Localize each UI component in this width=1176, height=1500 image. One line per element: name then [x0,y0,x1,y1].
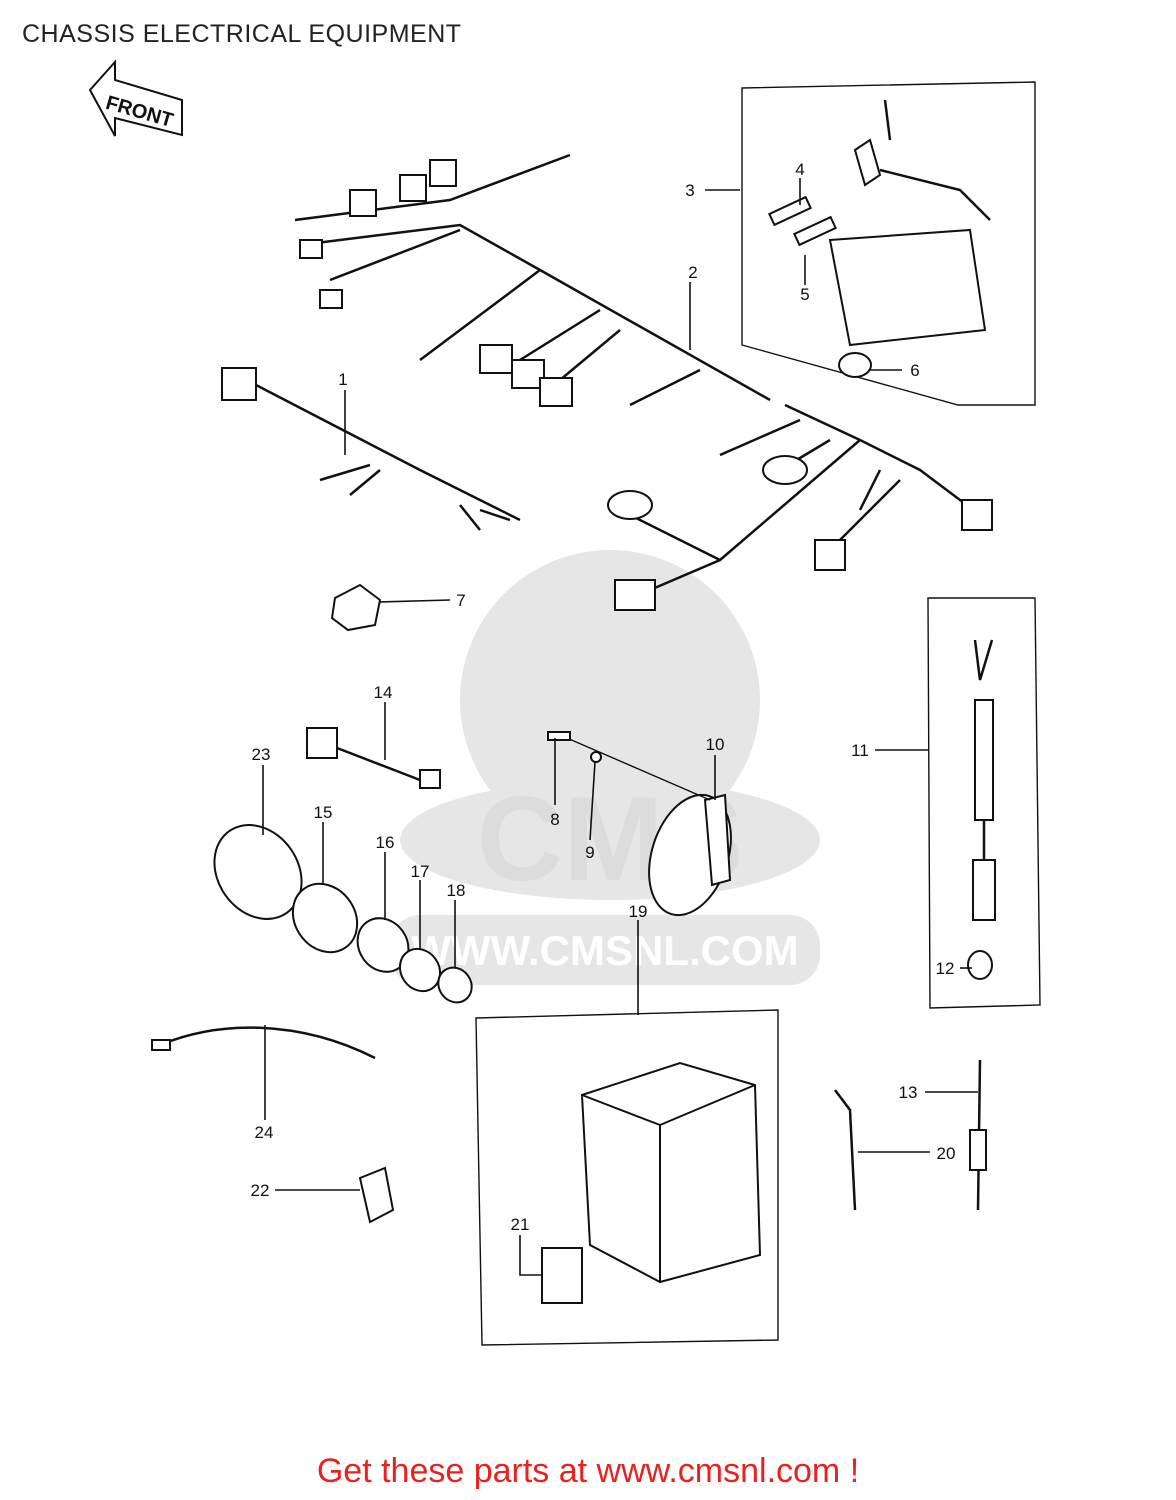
main-harness [294,153,993,611]
regulator-group [741,81,1036,406]
callout-14: 14 [374,683,393,702]
bracket-22 [358,1166,395,1224]
callout-18: 18 [447,881,466,900]
callout-10: 10 [706,735,725,754]
callout-16: 16 [376,833,395,852]
callout-11: 11 [851,741,869,760]
callout-22: 22 [251,1181,270,1200]
sub-harness [221,367,521,531]
wire-24 [151,1026,376,1060]
horn [547,731,732,917]
callout-1: 1 [338,370,347,389]
parts-diagram: CMS WWW.CMSNL.COM FRONT [88,59,1041,1346]
callout-12: 12 [936,959,955,978]
callout-5: 5 [800,285,809,304]
callout-7: 7 [456,591,465,610]
callout-20: 20 [937,1144,956,1163]
bands [213,824,473,1004]
lead-14 [306,727,441,789]
callout-17: 17 [411,862,430,881]
watermark-url: WWW.CMSNL.COM [411,927,798,974]
callout-8: 8 [550,810,559,829]
callout-21: 21 [511,1215,530,1234]
callout-24: 24 [255,1123,274,1142]
callout-3: 3 [685,181,694,200]
callout-6: 6 [910,361,919,380]
callout-23: 23 [252,745,271,764]
items-13-20 [834,1059,987,1211]
footer-link[interactable]: Get these parts at www.cmsnl.com ! [316,1452,860,1490]
callout-2: 2 [688,263,697,282]
front-arrow-icon: FRONT [88,59,183,137]
relay [330,583,382,632]
callout-labels: 1 2 3 4 5 6 7 8 9 10 11 12 13 14 15 16 1… [251,160,956,1234]
battery-group [475,1009,779,1346]
page-title: CHASSIS ELECTRICAL EQUIPMENT [22,20,462,48]
callout-9: 9 [585,843,594,862]
callout-lines [262,178,978,1276]
callout-4: 4 [795,160,804,179]
callout-13: 13 [899,1083,918,1102]
callout-19: 19 [629,902,648,921]
lead-11 [927,597,1041,1009]
callout-15: 15 [314,803,333,822]
